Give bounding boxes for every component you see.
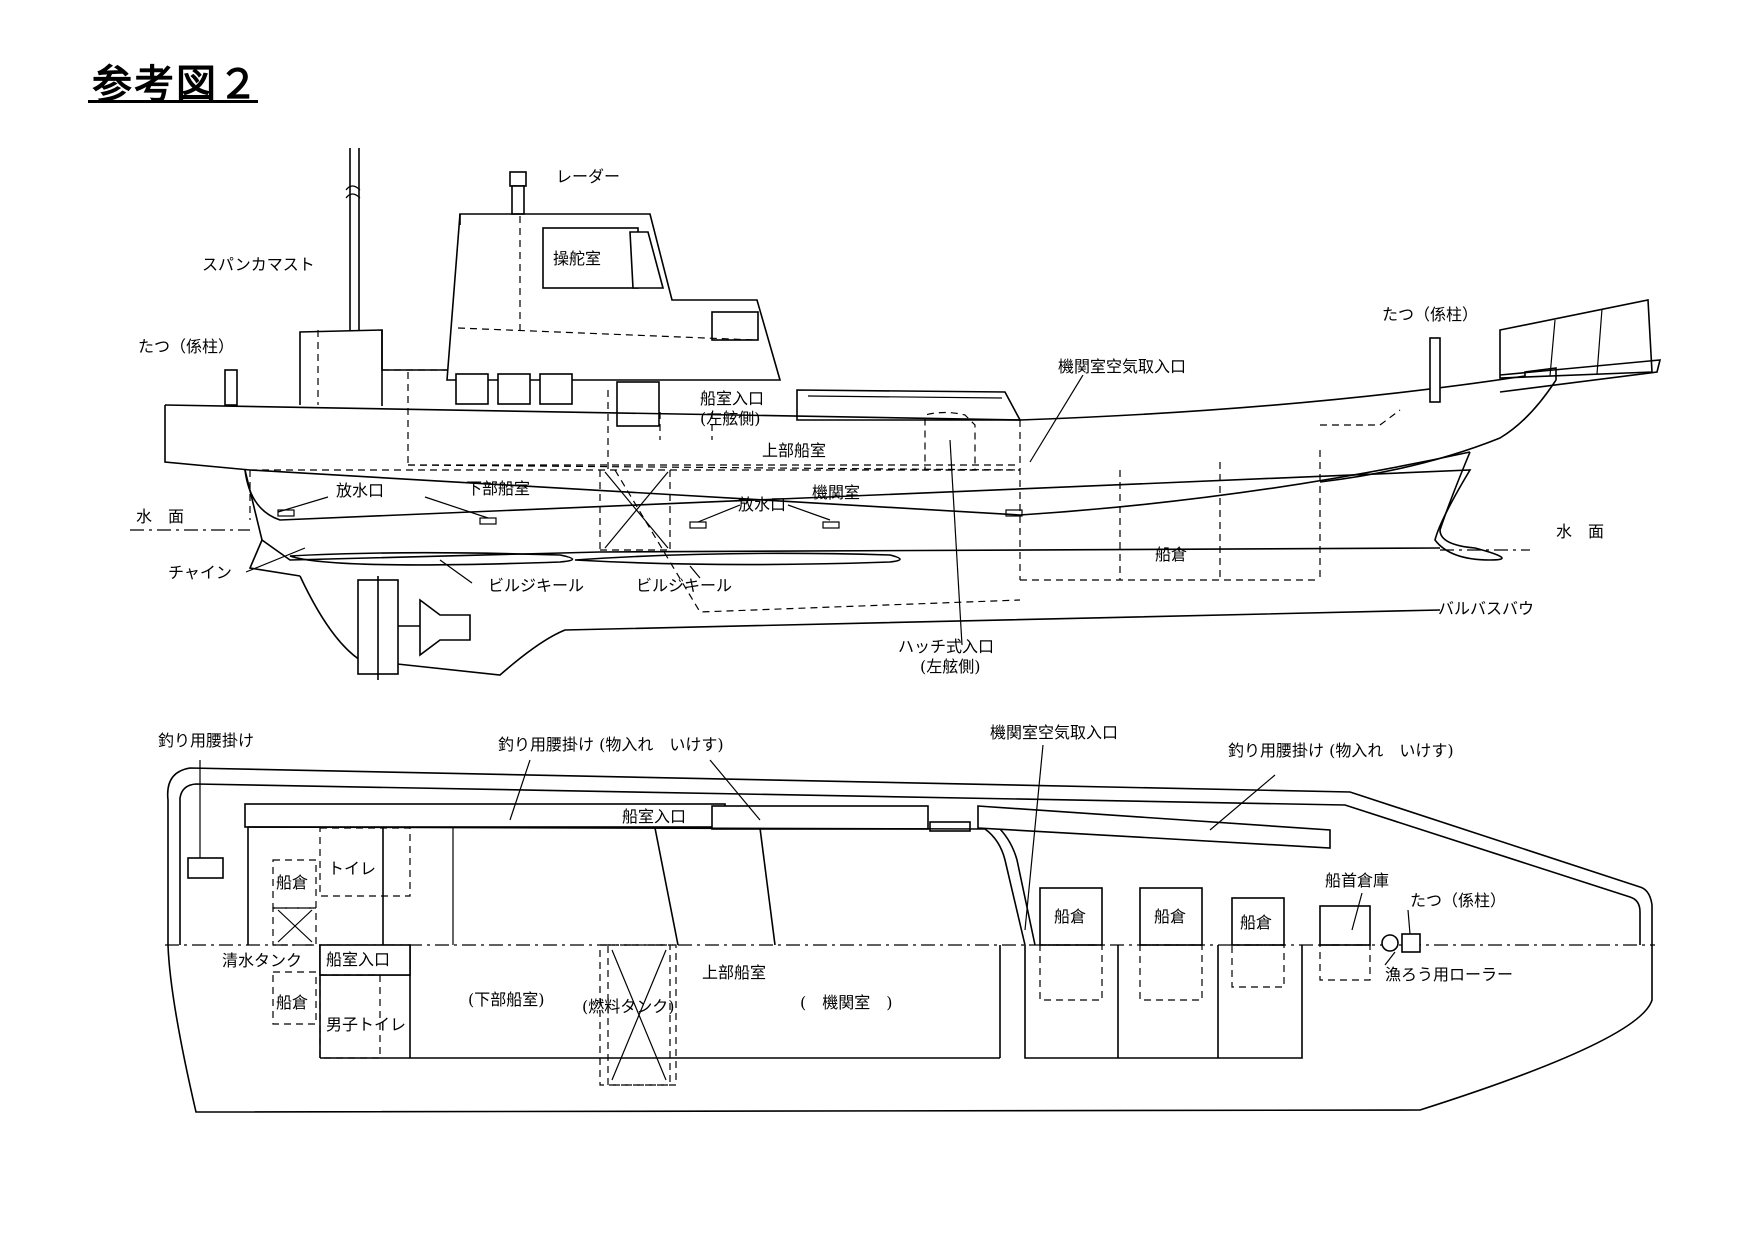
bow-bulwark xyxy=(1320,299,1662,426)
upper-cabin-label: 上部船室 xyxy=(762,441,826,460)
fishing-seat-mid xyxy=(711,805,929,830)
fish-hold-label: 船倉 xyxy=(1155,545,1187,564)
engine-air-intake-plan-label: 機関室空気取入口 xyxy=(990,723,1118,742)
plan-deckhouse xyxy=(247,826,1036,1059)
wheelhouse-label: 操舵室 xyxy=(553,249,601,268)
hold-upper-left-label: 船倉 xyxy=(276,873,308,892)
radar-label: レーダー xyxy=(556,167,620,186)
cabin-entrance-top-label: 船室入口 xyxy=(622,807,686,826)
toilet-label: トイレ xyxy=(328,859,376,878)
side-view: レーダー 操舵室 スパンカマスト たつ（係柱） たつ（係柱） 機関室空気取入口 … xyxy=(130,148,1662,680)
cabin-entrance-side-label: (左舷側) xyxy=(700,409,761,428)
fishing-roller xyxy=(1381,934,1399,952)
freeing-port-label-1: 放水口 xyxy=(336,481,384,500)
waterlines xyxy=(130,529,1530,551)
fuel-tank-label: (燃料タンク) xyxy=(582,997,675,1016)
bollard-stern-label: たつ（係柱） xyxy=(138,337,234,356)
mens-toilet-label: 男子トイレ xyxy=(326,1015,406,1034)
bilge-keel-label-1: ビルジキール xyxy=(488,576,584,595)
hold-label-2: 船倉 xyxy=(1154,907,1186,926)
side-interior-dashes xyxy=(249,372,1321,613)
hatch-entrance-side-label: (左舷側) xyxy=(920,657,981,676)
hatch xyxy=(929,821,971,832)
plan-view: 釣り用腰掛け 釣り用腰掛け (物入れ いけす) 機関室空気取入口 釣り用腰掛け … xyxy=(158,723,1655,1113)
title-underline xyxy=(88,100,258,103)
plan-hull-outer xyxy=(166,767,1653,1113)
lower-cabin-label: 下部船室 xyxy=(466,479,530,498)
radar xyxy=(509,171,527,215)
hold-label-3: 船倉 xyxy=(1240,913,1272,932)
plan-interior-dashes xyxy=(272,827,677,1086)
fishing-seat-right xyxy=(977,805,1331,849)
bollard-bow-plan xyxy=(1401,933,1421,953)
lower-cabin-plan-label: (下部船室) xyxy=(468,990,545,1009)
bollard-bow-label: たつ（係柱） xyxy=(1382,305,1478,324)
bow-storage-label: 船首倉庫 xyxy=(1325,871,1389,890)
plan-hull-inner xyxy=(179,783,1641,945)
plan-holds xyxy=(1024,887,1371,1059)
bilge-keels xyxy=(289,551,901,566)
freshwater-tank-label: 清水タンク xyxy=(222,951,302,970)
waterline-label-right: 水 面 xyxy=(1556,522,1604,541)
spanker-mast xyxy=(345,148,361,330)
cabin-entrance-mid-label: 船室入口 xyxy=(326,950,390,969)
plan-leaders xyxy=(199,744,1411,966)
rudder-propeller xyxy=(357,576,471,680)
freeing-ports xyxy=(277,509,1023,529)
fishing-seat-label: 釣り用腰掛け xyxy=(158,731,254,750)
hatch-entrance-label: ハッチ式入口 xyxy=(898,637,994,656)
freeing-port-label-2: 放水口 xyxy=(738,495,786,514)
upper-cabin-plan-label: 上部船室 xyxy=(702,963,766,982)
hold-lower-left-label: 船倉 xyxy=(276,993,308,1012)
fishing-seat-storage-right-label: 釣り用腰掛け (物入れ いけす) xyxy=(1228,741,1454,760)
spanker-mast-label: スパンカマスト xyxy=(202,255,315,274)
wheelhouse xyxy=(446,213,782,381)
cabin-windows xyxy=(455,373,1022,427)
stern-deckhouse xyxy=(224,329,447,406)
bilge-keel-label-2: ビルジキール xyxy=(636,576,732,595)
side-leaders xyxy=(245,374,1084,646)
fishing-roller-label: 漁ろう用ローラー xyxy=(1385,965,1513,984)
engine-room-plan-label: ( 機関室 ) xyxy=(800,993,893,1012)
bulbous-bow-label: バルバスバウ xyxy=(1438,599,1534,618)
fishing-seat-storage-left-label: 釣り用腰掛け (物入れ いけす) xyxy=(498,735,724,754)
bollard-plan-label: たつ（係柱） xyxy=(1410,891,1506,910)
hold-label-1: 船倉 xyxy=(1054,907,1086,926)
bollard-stern-plan xyxy=(187,857,224,879)
engine-air-intake-label: 機関室空気取入口 xyxy=(1058,357,1186,376)
waterline-label-left: 水 面 xyxy=(136,507,184,526)
chine-label: チャイン xyxy=(168,563,232,582)
engine-room-label: 機関室 xyxy=(812,483,860,502)
cabin-entrance-label: 船室入口 xyxy=(700,389,764,408)
